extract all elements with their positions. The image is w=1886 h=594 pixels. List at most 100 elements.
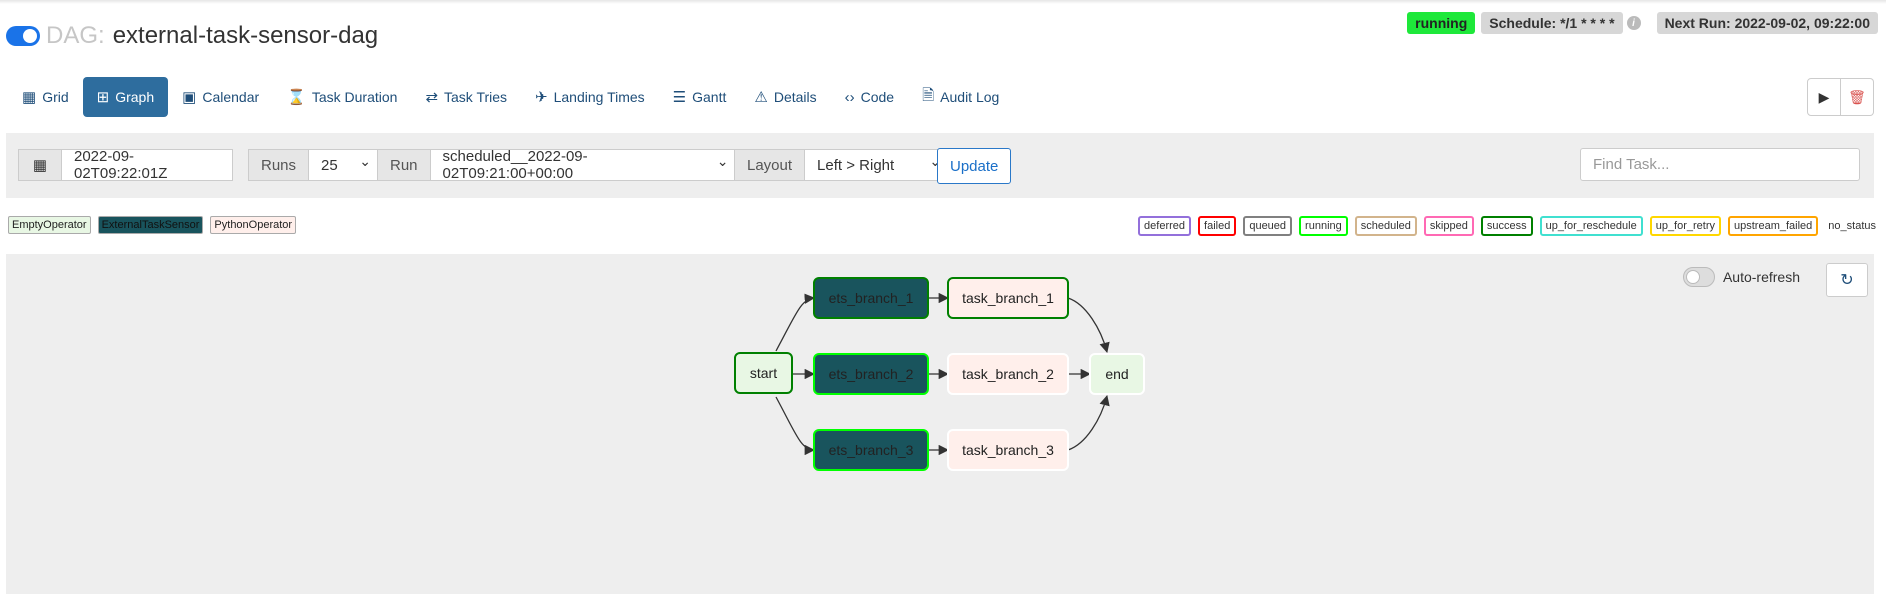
node-label: ets_branch_3	[829, 442, 914, 458]
calendar-icon[interactable]: ▦	[18, 149, 62, 181]
legend-state-up-for-retry[interactable]: up_for_retry	[1649, 216, 1722, 236]
hourglass-icon: ⌛	[287, 89, 306, 106]
node-label: ets_branch_2	[829, 366, 914, 382]
state-legend: deferred failed queued running scheduled…	[1131, 216, 1876, 236]
edge-task1-end	[1067, 297, 1110, 354]
run-label: Run	[377, 149, 431, 181]
graph-icon: ⊞	[96, 89, 110, 106]
tab-label: Landing Times	[553, 89, 645, 105]
node-task-branch-1[interactable]: task_branch_1	[947, 277, 1069, 319]
tab-graph[interactable]: ⊞ Graph	[82, 77, 169, 117]
plane-landing-icon: ✈	[535, 89, 548, 106]
tab-details[interactable]: ⚠ Details	[740, 77, 830, 117]
dag-label: DAG:	[46, 22, 105, 49]
tab-code[interactable]: ‹› Code	[831, 77, 908, 117]
legend-state-queued[interactable]: queued	[1243, 216, 1293, 236]
tab-label: Task Tries	[444, 89, 508, 105]
node-ets-branch-2[interactable]: ets_branch_2	[813, 353, 929, 395]
edge-start-ets1	[775, 293, 816, 352]
node-label: start	[750, 365, 777, 381]
grid-icon: ▦	[22, 89, 37, 106]
tab-label: Audit Log	[940, 89, 1000, 105]
legend-state-no-status[interactable]: no_status	[1828, 218, 1876, 234]
base-date-input[interactable]: 2022-09-02T09:22:01Z	[62, 148, 233, 182]
node-label: task_branch_3	[962, 442, 1054, 458]
tab-gantt[interactable]: ☰ Gantt	[659, 77, 741, 117]
schedule-badge: Schedule: */1 * * * *	[1481, 12, 1623, 34]
legend-state-deferred[interactable]: deferred	[1138, 216, 1192, 236]
node-ets-branch-3[interactable]: ets_branch_3	[813, 429, 929, 471]
runs-group: Runs 25	[248, 149, 381, 181]
code-icon: ‹›	[844, 88, 855, 106]
run-select[interactable]: scheduled__2022-09-02T09:21:00+00:00	[430, 148, 738, 182]
tab-calendar[interactable]: ▣Calendar	[168, 77, 273, 117]
search-doc-icon: 🗎	[922, 86, 935, 104]
graph-area: Auto-refresh ↻ start ets_branch_1 ets	[6, 254, 1874, 594]
delete-dag-button[interactable]: 🗑	[1841, 78, 1874, 116]
base-date-group: ▦ 2022-09-02T09:22:01Z	[18, 148, 233, 182]
node-end[interactable]: end	[1089, 353, 1145, 395]
refresh-icon: ↻	[1840, 272, 1854, 289]
tab-label: Graph	[115, 89, 155, 105]
legend-external-task-sensor[interactable]: ExternalTaskSensor	[97, 216, 204, 234]
dag-title-row: DAG: external-task-sensor-dag	[6, 20, 378, 52]
node-task-branch-2[interactable]: task_branch_2	[947, 353, 1069, 395]
update-group: Update	[937, 148, 1012, 184]
trash-icon: 🗑	[1848, 88, 1866, 105]
legend-empty-operator[interactable]: EmptyOperator	[8, 216, 91, 234]
top-shadow	[0, 0, 1886, 4]
dag-actions: ▶ 🗑	[1807, 78, 1874, 116]
refresh-button[interactable]: ↻	[1826, 263, 1868, 297]
legend-state-success[interactable]: success	[1480, 216, 1533, 236]
next-run-badge: Next Run: 2022-09-02, 09:22:00	[1656, 12, 1878, 34]
layout-select[interactable]: Left > Right	[805, 149, 951, 181]
dag-graph-svg: start ets_branch_1 ets_branch_2 ets_bran…	[734, 277, 1145, 471]
warning-triangle-icon: ⚠	[754, 89, 768, 106]
node-task-branch-3[interactable]: task_branch_3	[947, 429, 1069, 471]
node-start[interactable]: start	[734, 352, 793, 394]
tab-landing-times[interactable]: ✈ Landing Times	[521, 77, 659, 117]
dag-pause-toggle[interactable]	[6, 26, 40, 46]
update-button[interactable]: Update	[937, 148, 1012, 184]
dag-header-info: running Schedule: */1 * * * * i Next Run…	[1407, 12, 1878, 34]
info-icon[interactable]: i	[1626, 16, 1641, 30]
find-task-input[interactable]: Find Task...	[1580, 148, 1860, 181]
tab-label: Code	[860, 89, 895, 105]
trigger-dag-button[interactable]: ▶	[1807, 78, 1841, 116]
play-icon: ▶	[1818, 88, 1830, 105]
tab-label: Grid	[42, 89, 69, 105]
legend-state-scheduled[interactable]: scheduled	[1354, 216, 1417, 236]
layout-group: Layout Left > Right	[734, 149, 951, 181]
layout-label: Layout	[734, 149, 806, 181]
tab-task-duration[interactable]: ⌛Task Duration	[273, 77, 411, 117]
tab-grid[interactable]: ▦ Grid	[18, 77, 83, 117]
repeat-icon: ⇄	[425, 89, 439, 106]
edge-start-ets3	[775, 396, 816, 456]
legend-state-skipped[interactable]: skipped	[1423, 216, 1474, 236]
legend-python-operator[interactable]: PythonOperator	[210, 216, 297, 234]
graph-toolbar: ▦ 2022-09-02T09:22:01Z Runs 25 Run sched…	[6, 133, 1874, 198]
runs-label: Runs	[248, 149, 310, 181]
node-label: task_branch_1	[962, 290, 1054, 306]
tab-audit-log[interactable]: 🗎 Audit Log	[908, 77, 1013, 117]
auto-refresh-toggle[interactable]	[1682, 267, 1715, 287]
dag-name: external-task-sensor-dag	[112, 22, 379, 49]
dag-view-tabs: ▦ Grid ⊞ Graph ▣Calendar ⌛Task Duration ⇄ T…	[18, 77, 1013, 117]
node-label: ets_branch_1	[829, 290, 914, 306]
tab-task-tries[interactable]: ⇄ Task Tries	[411, 77, 521, 117]
gantt-icon: ☰	[672, 89, 687, 106]
operator-legend: EmptyOperator ExternalTaskSensor PythonO…	[8, 216, 303, 234]
legend-state-running[interactable]: running	[1299, 216, 1348, 236]
tab-label: Gantt	[692, 89, 727, 105]
legend-state-up-for-reschedule[interactable]: up_for_reschedule	[1539, 216, 1643, 236]
node-ets-branch-1[interactable]: ets_branch_1	[813, 277, 929, 319]
auto-refresh: Auto-refresh	[1682, 267, 1800, 287]
legend-state-failed[interactable]: failed	[1198, 216, 1237, 236]
tab-label: Calendar	[202, 89, 260, 105]
legend-state-upstream-failed[interactable]: upstream_failed	[1728, 216, 1819, 236]
node-label: end	[1105, 366, 1128, 382]
run-group: Run scheduled__2022-09-02T09:21:00+00:00	[377, 148, 738, 182]
dag-state-badge: running	[1407, 12, 1476, 34]
tab-label: Details	[773, 89, 817, 105]
runs-select[interactable]: 25	[309, 149, 381, 181]
